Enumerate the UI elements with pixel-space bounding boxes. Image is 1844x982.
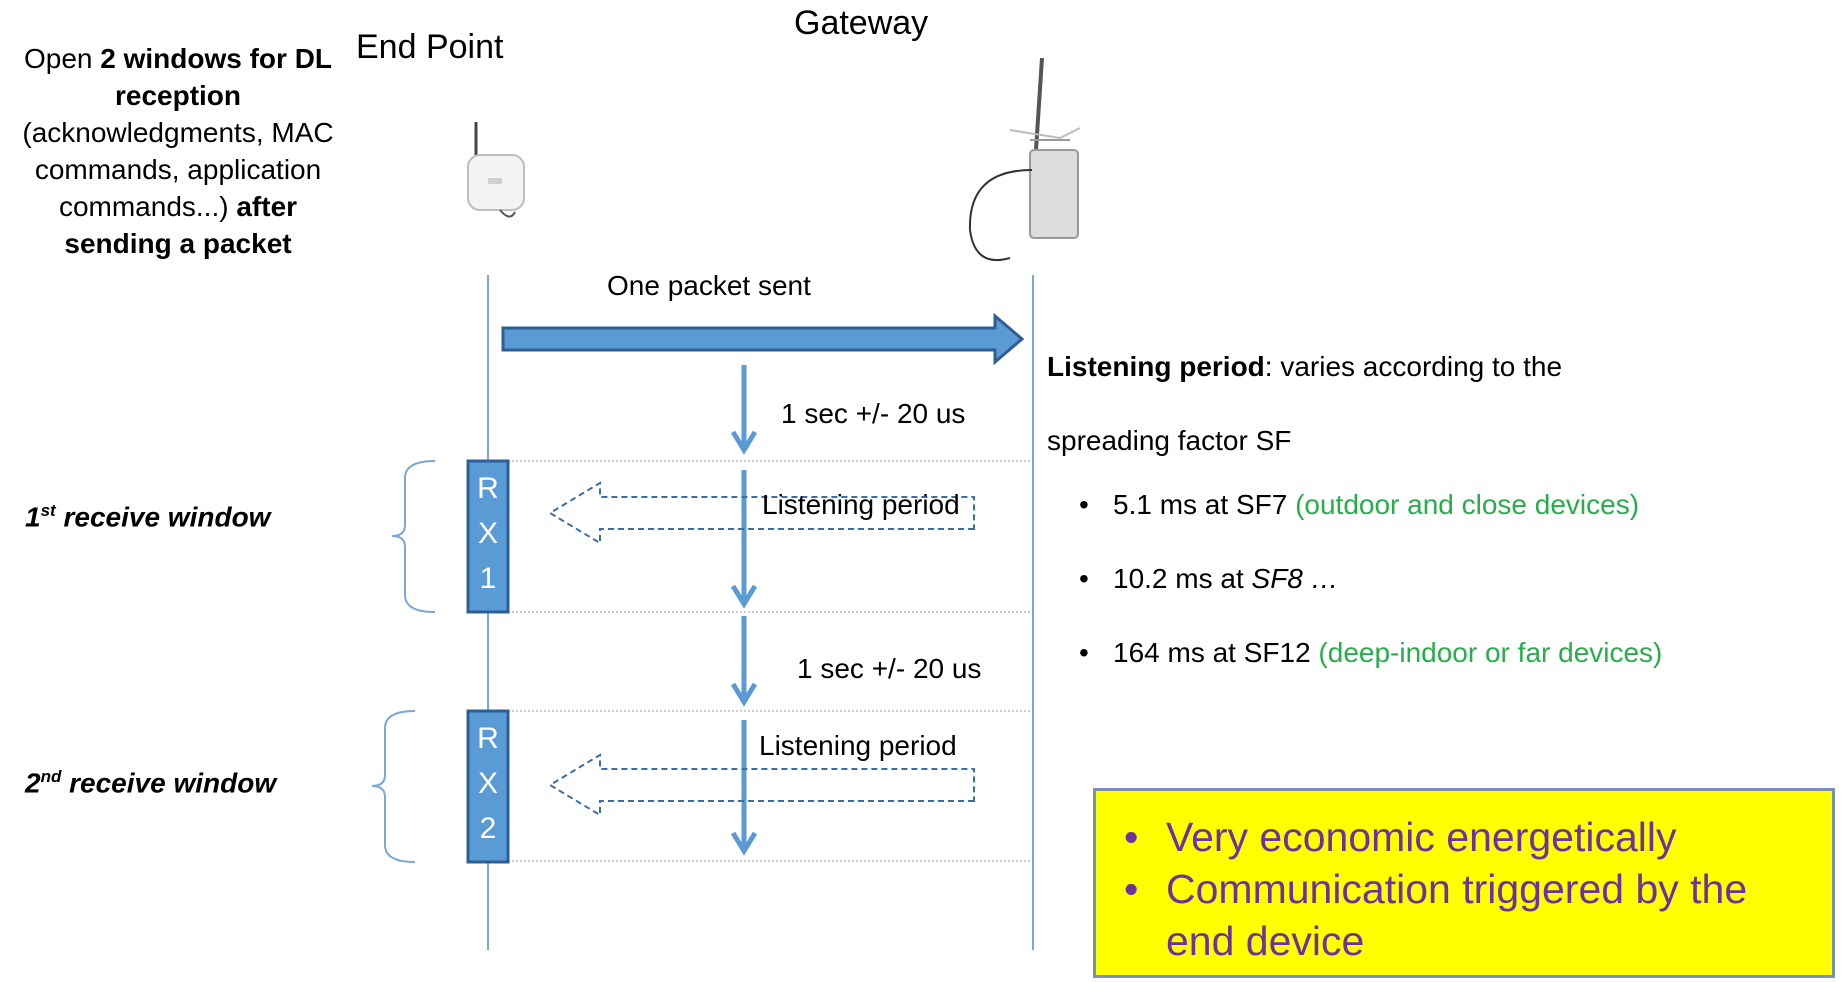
uplink-arrow bbox=[501, 312, 1025, 366]
left-note-bold-2: reception bbox=[114, 80, 242, 111]
end-point-label: End Point bbox=[356, 28, 504, 66]
uplink-label: One packet sent bbox=[607, 270, 811, 301]
first-receive-window-label: 1st receive window bbox=[25, 501, 271, 533]
delay-arrow-2 bbox=[730, 616, 758, 707]
sf-bullet-item: 10.2 ms at SF8 … bbox=[1079, 562, 1837, 596]
delay-arrow-1 bbox=[730, 365, 758, 455]
summary-box: Very economic energetically Communicatio… bbox=[1093, 788, 1835, 978]
gateway-device-icon bbox=[968, 57, 1081, 262]
rx1-letters: R X 1 bbox=[477, 472, 499, 595]
listening-info-line2: spreading factor SF bbox=[1047, 425, 1292, 456]
rx2-box bbox=[466, 709, 510, 864]
delay-label-1: 1 sec +/- 20 us bbox=[781, 398, 966, 429]
listening-label-1: Listening period bbox=[762, 489, 960, 520]
listening-dashed-arrow-2 bbox=[548, 753, 975, 817]
sf-bullet-list: 5.1 ms at SF7 (outdoor and close devices… bbox=[1079, 488, 1837, 670]
summary-item: Communication triggered by the bbox=[1124, 863, 1832, 915]
summary-list: Very economic energetically Communicatio… bbox=[1124, 811, 1832, 967]
listening-label-2: Listening period bbox=[759, 730, 957, 761]
listening-info: Listening period: varies according to th… bbox=[1047, 350, 1837, 670]
listen-arrow-2 bbox=[730, 720, 758, 856]
listening-info-title: Listening period bbox=[1047, 351, 1265, 382]
listening-dashed-arrow-1 bbox=[548, 481, 975, 545]
sf-bullet-item: 164 ms at SF12 (deep-indoor or far devic… bbox=[1079, 636, 1837, 670]
second-receive-window-label: 2nd receive window bbox=[25, 767, 277, 799]
summary-item: Very economic energetically bbox=[1124, 811, 1832, 863]
rx1-brace bbox=[391, 460, 436, 613]
end-point-device-icon bbox=[467, 122, 525, 218]
gateway-label: Gateway bbox=[794, 4, 929, 42]
rx2-brace bbox=[371, 710, 416, 863]
rx2-letters: R X 2 bbox=[477, 722, 499, 845]
summary-item: end device bbox=[1166, 918, 1365, 964]
delay-label-2: 1 sec +/- 20 us bbox=[797, 653, 982, 684]
left-note-bold-1: 2 windows for DL bbox=[100, 43, 333, 74]
listen-arrow-1 bbox=[730, 470, 758, 609]
rx1-box bbox=[466, 459, 510, 614]
left-note: Open 2 windows for DL reception (acknowl… bbox=[8, 40, 348, 262]
sf-bullet-item: 5.1 ms at SF7 (outdoor and close devices… bbox=[1079, 488, 1837, 522]
